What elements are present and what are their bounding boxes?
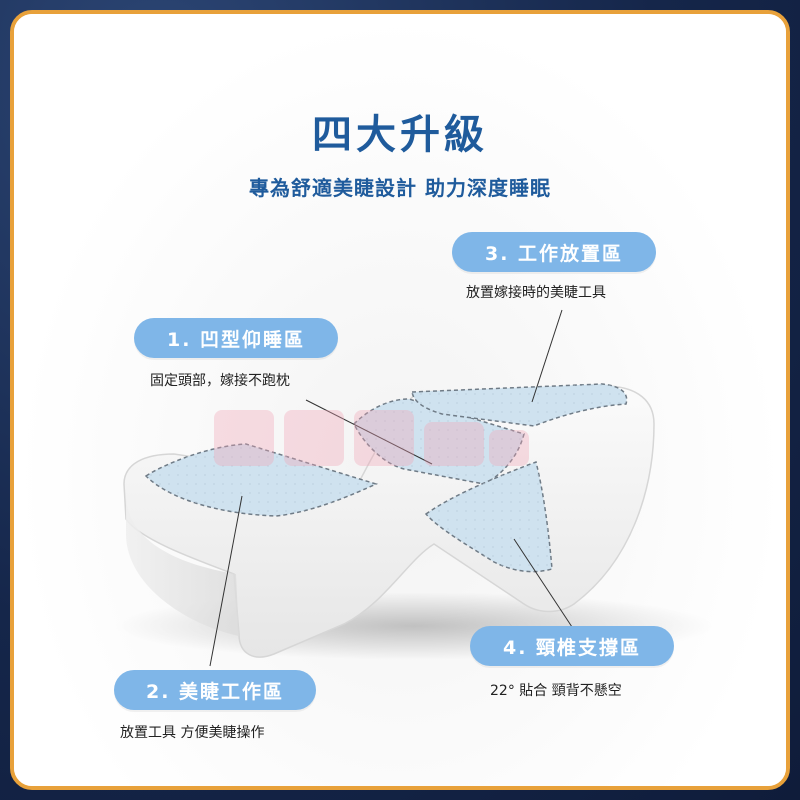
- leader-line-neck: [513, 538, 575, 631]
- page-subtitle: 專為舒適美睫設計 助力深度睡眠: [249, 176, 551, 200]
- feature-desc-neck: 22° 貼合 頸背不懸空: [490, 683, 622, 699]
- page-title: 四大升級: [312, 112, 488, 158]
- feature-desc-sleep: 固定頭部，嫁接不跑枕: [150, 373, 290, 389]
- feature-label-tool: 3. 工作放置區: [452, 232, 656, 272]
- pillow-left-face: [126, 494, 239, 636]
- leader-line-tool: [531, 309, 563, 403]
- feature-label-sleep: 1. 凹型仰睡區: [134, 318, 338, 358]
- product-card: 四大升級 專為舒適美睫設計 助力深度睡眠: [10, 10, 790, 790]
- feature-desc-work: 放置工具 方便美睫操作: [120, 725, 265, 741]
- leader-line-sleep: [305, 399, 433, 465]
- feature-label-work: 2. 美睫工作區: [114, 670, 316, 710]
- leader-line-work: [209, 495, 243, 667]
- feature-desc-tool: 放置嫁接時的美睫工具: [466, 285, 606, 301]
- watermark-logo: [214, 410, 529, 466]
- feature-label-neck: 4. 頸椎支撐區: [470, 626, 674, 666]
- pillow-illustration: [114, 309, 714, 667]
